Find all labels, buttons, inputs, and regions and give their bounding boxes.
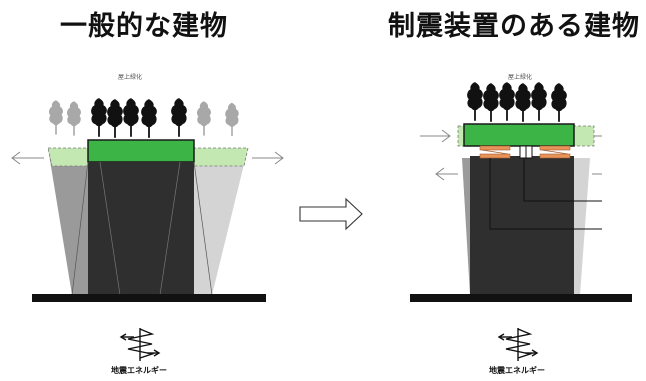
tree-icon xyxy=(483,83,499,122)
tree-icon xyxy=(515,83,531,122)
isolator-device-center xyxy=(519,145,533,159)
tree-icon xyxy=(123,98,139,137)
sway-ghost-right xyxy=(572,158,590,295)
tree-icon xyxy=(467,82,483,121)
tree-icon xyxy=(225,102,239,136)
roof-sway-arrow-icon xyxy=(420,129,451,143)
ground-slab xyxy=(410,294,632,302)
leader-line-damper xyxy=(489,158,602,230)
damper-device-right xyxy=(539,145,571,159)
leader-line-isolator xyxy=(523,158,602,202)
roof-garden xyxy=(463,123,575,147)
quake-label-left: 地震エネルギー xyxy=(111,366,167,375)
sway-ghost-left xyxy=(48,148,88,295)
tree-icon xyxy=(197,101,211,136)
sway-arrow-left-icon xyxy=(11,151,44,165)
tree-icon xyxy=(49,100,63,135)
general-building-group xyxy=(11,98,284,361)
tree-icon xyxy=(67,101,81,136)
sway-line xyxy=(99,161,121,296)
title-damped-building: 制震装置のある建物 xyxy=(388,11,640,42)
roof-caption-left: 屋上緑化 xyxy=(118,74,143,81)
damped-building-group xyxy=(410,82,632,361)
tree-icon xyxy=(551,83,567,122)
transition-arrow-icon xyxy=(299,197,363,231)
tree-icon xyxy=(107,99,123,138)
tree-icon xyxy=(141,99,157,138)
seismic-wave-icon xyxy=(497,328,539,361)
building-sway-arrow-icon xyxy=(435,167,458,181)
title-general-building: 一般的な建物 xyxy=(60,11,228,42)
tree-icon xyxy=(499,82,515,121)
sway-arrow-right-icon xyxy=(252,151,284,165)
damper-device-left xyxy=(479,145,511,159)
tree-icon xyxy=(531,82,547,121)
quake-label-right: 地震エネルギー xyxy=(489,366,545,375)
sway-ghost-right xyxy=(192,148,248,295)
building-body xyxy=(88,162,194,295)
seismic-wave-icon xyxy=(119,328,161,361)
tree-icon xyxy=(171,98,187,137)
roof-garden xyxy=(87,139,195,163)
sway-line xyxy=(193,161,213,296)
tree-icon xyxy=(91,98,107,137)
sway-line xyxy=(71,161,89,296)
roof-caption-right: 屋上緑化 xyxy=(508,74,533,81)
ground-slab xyxy=(32,294,266,302)
sway-line xyxy=(159,161,181,296)
building-body xyxy=(470,156,574,295)
